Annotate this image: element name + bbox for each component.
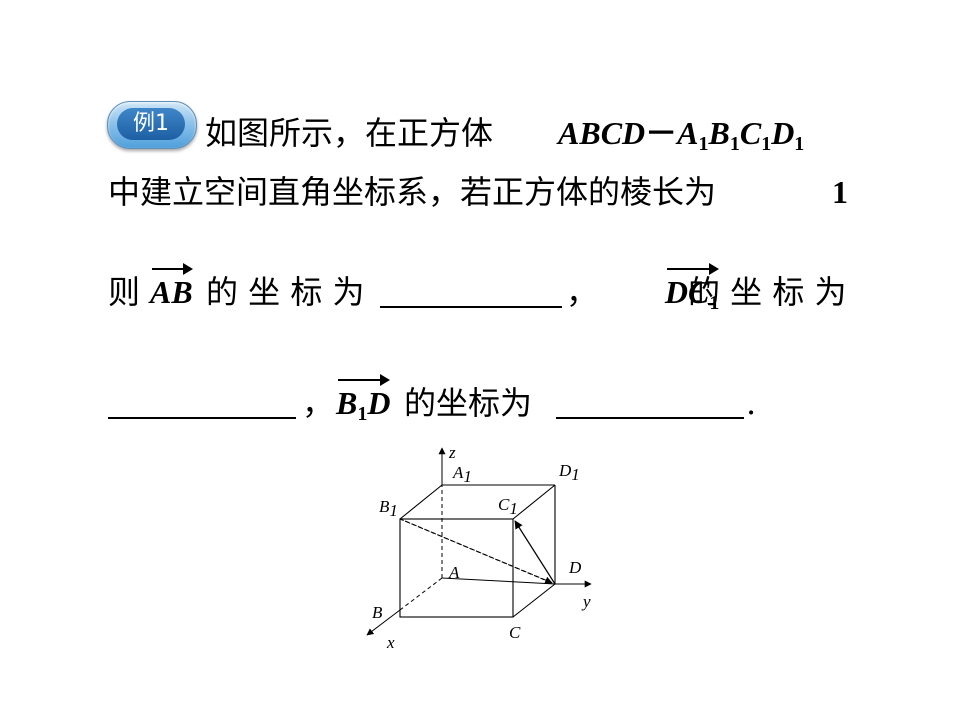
edge-length: 1 bbox=[832, 174, 848, 210]
vertex-b1-label: B1 bbox=[379, 497, 398, 520]
a-d-edge bbox=[441, 577, 556, 585]
problem-line-2: 中建立空间直角坐标系，若正方体的棱长为 1 bbox=[0, 162, 960, 222]
vertex-a-label: A bbox=[448, 563, 460, 582]
axis-label-z: z bbox=[448, 443, 456, 462]
axes bbox=[366, 447, 592, 636]
problem-text: 的 坐 标 为 bbox=[688, 273, 847, 311]
vertex-d1-label: D1 bbox=[558, 461, 580, 484]
problem-text: . bbox=[746, 384, 757, 422]
vector-dc1-arrow bbox=[514, 520, 556, 585]
answer-blank-1 bbox=[380, 262, 562, 308]
vector-b1d-arrow bbox=[404, 520, 553, 584]
vertex-c1-label: C1 bbox=[498, 495, 518, 518]
vertex-a1-label: A1 bbox=[452, 463, 472, 486]
problem-line-4: ， B1D 的坐标为 . bbox=[0, 373, 960, 433]
x-axis bbox=[366, 609, 401, 636]
problem-line-1: 如图所示，在正方体 ABCD－A1B1C1D1 bbox=[0, 103, 960, 163]
vertex-d-label: D bbox=[568, 558, 582, 577]
problem-text: 如图所示，在正方体 bbox=[205, 114, 494, 152]
vertex-c-label: C bbox=[509, 623, 521, 642]
problem-line-3: 则 AB 的 坐 标 为 ， DC1 的 坐 标 为 bbox=[0, 262, 960, 322]
vertex-b-label: B bbox=[372, 603, 383, 622]
answer-blank-3 bbox=[556, 373, 744, 419]
problem-text: 的坐标为 bbox=[404, 384, 533, 422]
axis-label-x: x bbox=[386, 633, 395, 650]
problem-text: 中建立空间直角坐标系，若正方体的棱长为 bbox=[108, 173, 717, 211]
vector-ab: AB bbox=[150, 262, 193, 322]
example-badge: 例1 bbox=[107, 101, 197, 149]
vector-dc1: DC1 bbox=[665, 262, 720, 333]
cube-figure: z y x A1 D1 B1 C1 A D B C bbox=[366, 443, 592, 650]
vector-b1d: B1D bbox=[336, 373, 391, 444]
answer-blank-2 bbox=[108, 373, 296, 419]
problem-text: ， bbox=[302, 384, 335, 422]
example-badge-label: 例1 bbox=[117, 108, 185, 140]
cube-name: ABCD－A1B1C1D1 bbox=[558, 115, 805, 155]
axis-label-y: y bbox=[581, 592, 591, 611]
problem-text: ， bbox=[566, 273, 599, 311]
problem-text: 的 坐 标 为 bbox=[206, 273, 365, 311]
problem-text: 则 bbox=[108, 273, 141, 311]
visible-edges bbox=[399, 484, 556, 618]
